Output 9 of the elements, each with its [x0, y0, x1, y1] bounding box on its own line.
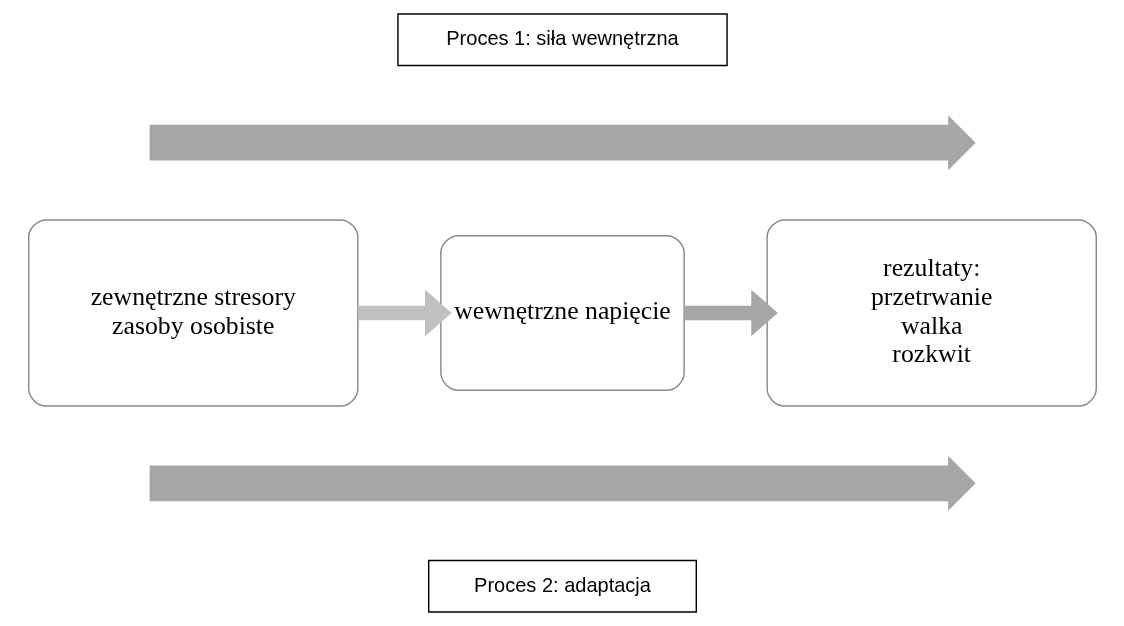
- node-box: zewnętrzne stresory zasoby osobiste: [27, 219, 359, 407]
- node-arrow: [149, 115, 976, 171]
- node-box: Proces 1: siła wewnętrzna: [396, 13, 728, 67]
- node-box: wewnętrzne napięcie: [439, 235, 685, 391]
- arrow: [357, 289, 452, 337]
- arrow: [683, 289, 778, 337]
- node-box: rezultaty: przetrwanie walka rozkwit: [765, 219, 1097, 407]
- node-box: Proces 2: adaptacja: [427, 559, 697, 613]
- node-arrow: [149, 455, 976, 511]
